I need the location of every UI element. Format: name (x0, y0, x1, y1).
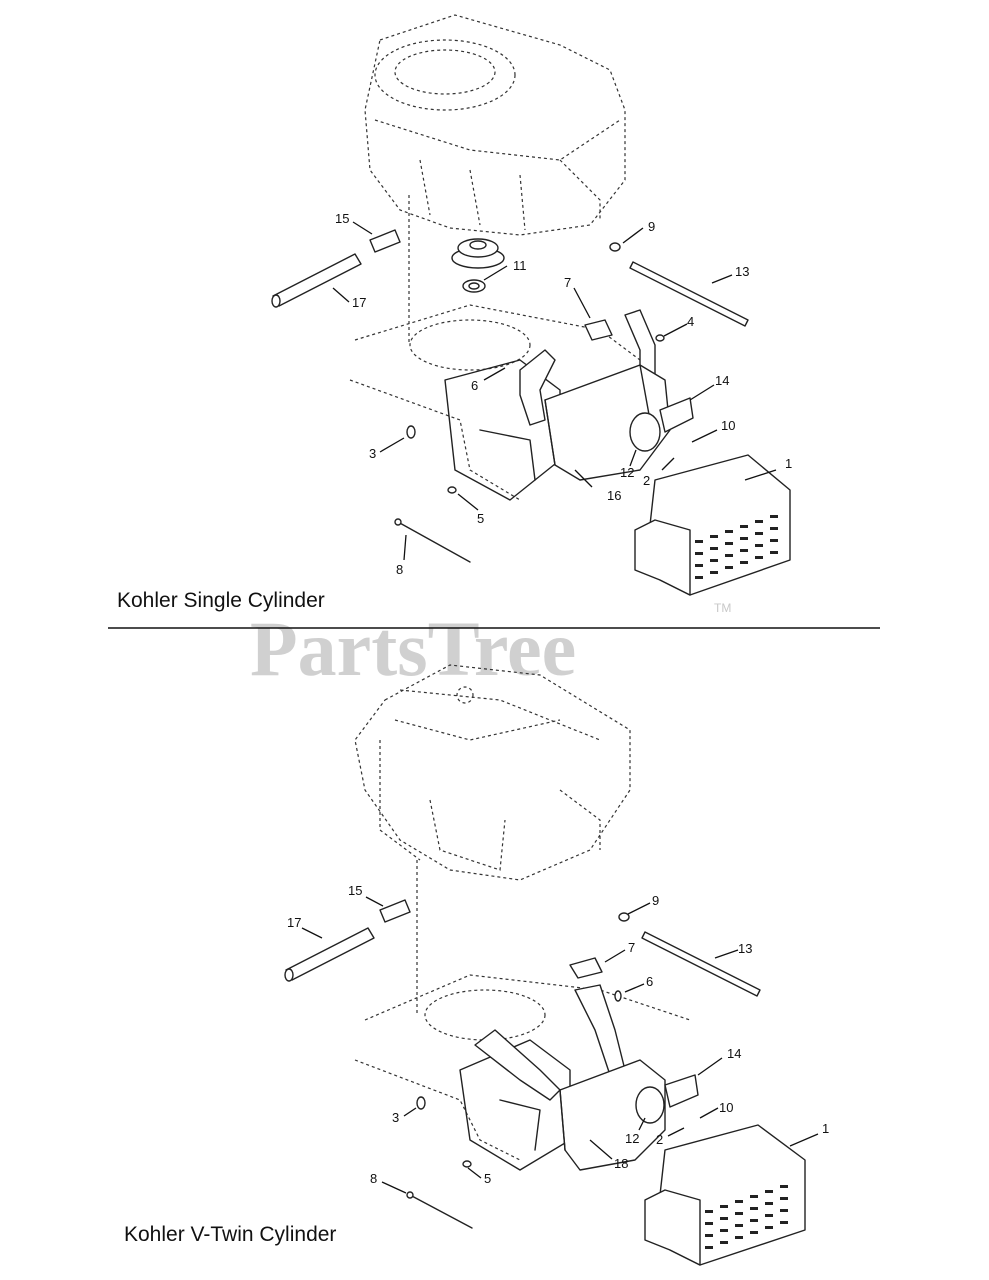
watermark-trademark: TM (714, 601, 731, 615)
callout-8-vtwin: 8 (370, 1171, 377, 1186)
rod-part-13 (629, 261, 749, 327)
callout-14: 14 (715, 373, 729, 388)
pulley (451, 238, 505, 269)
callout-7-vtwin: 7 (628, 940, 635, 955)
callout-5: 5 (477, 511, 484, 526)
callout-11: 11 (513, 258, 527, 273)
callout-5-vtwin: 5 (484, 1171, 491, 1186)
heat-shield-part-1 (634, 454, 791, 596)
tube-part-17-vtwin (285, 927, 375, 981)
engine-outline (364, 14, 626, 236)
callout-13: 13 (735, 264, 749, 279)
rod-part-13-vtwin (641, 931, 761, 997)
watermark: PartsTree (250, 605, 576, 692)
callout-4: 4 (687, 314, 694, 329)
nut-part-9 (609, 242, 621, 252)
section-caption-single: Kohler Single Cylinder (117, 589, 325, 612)
callout-15-vtwin: 15 (348, 883, 362, 898)
single-cylinder-diagram: 1 2 3 4 5 6 7 8 9 10 11 12 13 14 15 16 1… (117, 14, 792, 612)
callout-7: 7 (564, 275, 571, 290)
callout-10: 10 (721, 418, 735, 433)
callout-3: 3 (369, 446, 376, 461)
callout-17-vtwin: 17 (287, 915, 301, 930)
callout-1: 1 (785, 456, 792, 471)
callout-9-vtwin: 9 (652, 893, 659, 908)
vtwin-cylinder-diagram: 1 2 3 5 6 7 8 9 10 12 13 14 15 17 18 Koh… (124, 664, 829, 1266)
section-caption-vtwin: Kohler V-Twin Cylinder (124, 1223, 336, 1246)
callout-18-vtwin: 18 (614, 1156, 628, 1171)
fitting-part-15 (369, 229, 401, 253)
washer-part-11 (462, 279, 486, 293)
callout-1-vtwin: 1 (822, 1121, 829, 1136)
tube-part-17 (272, 253, 362, 307)
callout-2: 2 (643, 473, 650, 488)
callout-14-vtwin: 14 (727, 1046, 741, 1061)
fitting-part-15-vtwin (379, 899, 411, 923)
nut-part-9-vtwin (618, 912, 630, 922)
heat-shield-part-1-vtwin (644, 1124, 806, 1266)
callout-6-vtwin: 6 (646, 974, 653, 989)
callout-12-vtwin: 12 (625, 1131, 639, 1146)
muffler-part-16 (519, 309, 671, 481)
callout-17: 17 (352, 295, 366, 310)
bolt-part-8 (397, 521, 471, 563)
callout-2-vtwin: 2 (656, 1132, 663, 1147)
engine-outline-vtwin (354, 664, 631, 881)
bracket-part-14 (659, 397, 694, 433)
callout-6: 6 (471, 378, 478, 393)
callout-15: 15 (335, 211, 349, 226)
callout-12: 12 (620, 465, 634, 480)
callout-3-vtwin: 3 (392, 1110, 399, 1125)
callout-16: 16 (607, 488, 621, 503)
bolt-part-8-vtwin (409, 1194, 473, 1229)
muffler-part-18 (474, 957, 666, 1171)
bracket-part-14-vtwin (664, 1074, 699, 1108)
callout-13-vtwin: 13 (738, 941, 752, 956)
callout-9: 9 (648, 219, 655, 234)
callout-10-vtwin: 10 (719, 1100, 733, 1115)
callout-8: 8 (396, 562, 403, 577)
